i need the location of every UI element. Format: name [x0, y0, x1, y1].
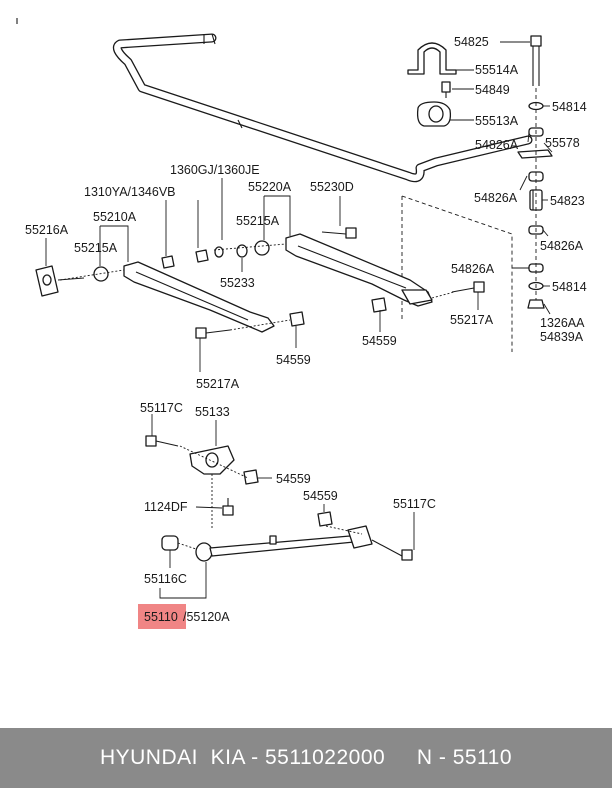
bushing-55116c [161, 535, 179, 551]
label-1360gj-1360je: 1360GJ/1360JE [170, 163, 260, 177]
bolt-55117c-right [371, 539, 413, 561]
label-55117c-left: 55117C [140, 401, 183, 415]
label-1326aa: 1326AA [540, 316, 585, 330]
label-55233: 55233 [220, 276, 255, 290]
label-55230d: 55230D [310, 180, 354, 194]
assembly-line [59, 269, 125, 281]
label-55110: 55110 [144, 610, 178, 624]
label-55120a: /55120A [183, 610, 230, 624]
bolt-55117c-left [145, 435, 179, 447]
washer-55233 [236, 244, 248, 258]
arm-55220a [285, 233, 433, 307]
assembly-line [177, 542, 197, 550]
label-54559-right: 54559 [362, 334, 397, 348]
label-55217a-right: 55217A [450, 313, 494, 327]
lateral-link-55110 [195, 525, 373, 562]
nut-54559-link [317, 511, 333, 527]
label-54559-lower: 54559 [276, 472, 311, 486]
label-55217a-bottom: 55217A [196, 377, 240, 391]
nut-1360gj [195, 246, 224, 263]
nut-54559-left [289, 311, 305, 327]
highlight-box [138, 604, 186, 629]
bolt-1124df [222, 498, 234, 516]
label-55117c-right: 55117C [393, 497, 436, 511]
label-55210a: 55210A [93, 210, 137, 224]
bolt-55217a-bottom [195, 327, 231, 339]
nut-54559-right [371, 297, 387, 313]
label-54826a-3: 54826A [540, 239, 584, 253]
label-54559-link: 54559 [303, 489, 338, 503]
label-54823: 54823 [550, 194, 585, 208]
bracket-55578 [517, 149, 553, 159]
bolt-55217a-right [451, 281, 485, 293]
label-55215a-left: 55215A [74, 241, 118, 255]
leader-lines [45, 41, 553, 599]
label-54839a: 54839A [540, 330, 584, 344]
bolt-54849 [441, 81, 451, 98]
mount-outline [401, 195, 513, 352]
assembly-line [431, 291, 455, 299]
bushing-55513a [416, 101, 452, 127]
nut-1326aa [527, 299, 545, 309]
footer-part-number: HYUNDAI KIA - 5511022000 N - 55110 [0, 728, 612, 788]
bracket-55514a [407, 42, 457, 75]
label-1310ya-1346vb: 1310YA/1346VB [84, 185, 176, 199]
label-55513a: 55513A [475, 114, 519, 128]
label-55578: 55578 [545, 136, 580, 150]
bolt-55230d [321, 227, 357, 239]
label-54825: 54825 [454, 35, 489, 49]
label-54826a-2: 54826A [474, 191, 518, 205]
label-55220a: 55220A [248, 180, 292, 194]
label-54849: 54849 [475, 83, 510, 97]
label-55514a: 55514A [475, 63, 519, 77]
label-55215a-mid: 55215A [236, 214, 280, 228]
label-54826a-1: 54826A [475, 138, 519, 152]
label-55116c: 55116C [144, 572, 187, 586]
label-54814-bottom: 54814 [552, 280, 587, 294]
label-1124df: 1124DF [144, 500, 188, 514]
nut-54559-lower [243, 469, 259, 485]
bolt-54825 [530, 35, 542, 86]
bracket-55133 [189, 445, 235, 475]
label-54814-top: 54814 [552, 100, 587, 114]
assembly-line [213, 243, 287, 251]
bolt-55216a [57, 277, 85, 281]
arm-55210a [123, 261, 275, 333]
label-54559-left: 54559 [276, 353, 311, 367]
parts-diagram: 54825 55514A 54849 54814 55513A 54826A 5… [16, 18, 587, 629]
label-55133: 55133 [195, 405, 230, 419]
assembly-line [179, 445, 249, 479]
bushing-55215a-mid [254, 240, 270, 256]
label-54826a-4: 54826A [451, 262, 495, 276]
nut-1310ya [161, 255, 175, 269]
bracket-55216a [35, 265, 59, 297]
label-55216a: 55216A [25, 223, 69, 237]
stabilizer-bar [112, 33, 533, 183]
